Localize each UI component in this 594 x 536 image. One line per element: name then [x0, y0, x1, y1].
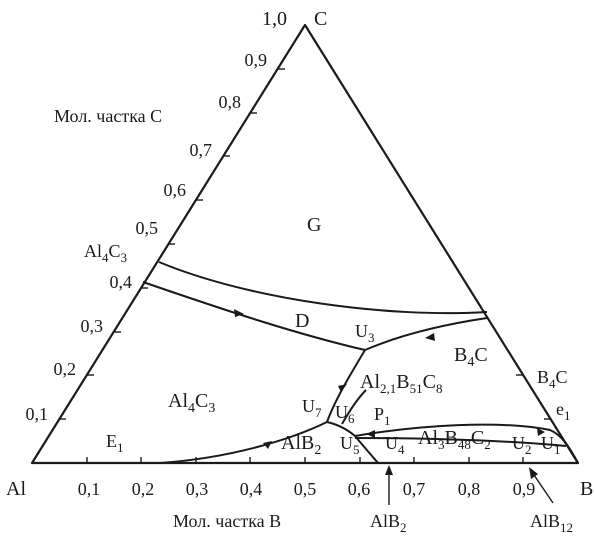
region-al4c3: Al4C3 [168, 390, 215, 416]
label-al4c3-edge: Al4C3 [84, 241, 127, 265]
arrow-d [234, 309, 244, 317]
b-axis-title: Мол. частка B [173, 511, 281, 531]
point-u2: U2 [512, 433, 532, 457]
boundary-g-upper [158, 261, 488, 315]
c-axis-ticks [59, 68, 285, 420]
region-alb2: AlB2 [281, 432, 321, 458]
label-alb12-bottom: AlB12 [530, 511, 573, 535]
b-tick-0-6: 0,6 [348, 479, 371, 499]
c-tick-0-3: 0,3 [81, 316, 104, 336]
b-tick-0-3: 0,3 [186, 479, 209, 499]
boundary-u6-p1 [341, 389, 367, 425]
b-tick-0-4: 0,4 [240, 479, 263, 499]
point-u1: U1 [541, 433, 561, 457]
boundary-u3-b4c [364, 317, 488, 351]
point-u4: U4 [385, 433, 405, 457]
arrow-b4c [425, 333, 435, 341]
arrow-ternary-b [366, 430, 375, 438]
arrow-u1 [537, 428, 545, 436]
c-tick-0-6: 0,6 [164, 180, 187, 200]
vertex-c: C [314, 8, 327, 30]
alb12-pointer-head [529, 467, 538, 479]
vertex-b: B [580, 478, 593, 500]
b-tick-0-2: 0,2 [132, 479, 155, 499]
region-g: G [307, 214, 321, 236]
arrow-e1 [263, 441, 272, 449]
arrow-u3-u7 [338, 384, 347, 392]
alb2-pointer-head [385, 465, 393, 475]
c-tick-0-9: 0,9 [245, 50, 268, 70]
b-tick-0-5: 0,5 [294, 479, 317, 499]
c-tick-0-7: 0,7 [190, 140, 213, 160]
point-u5: U5 [340, 433, 360, 457]
c-tick-0-8: 0,8 [219, 92, 242, 112]
c-tick-0-4: 0,4 [110, 272, 133, 292]
boundary-d-lower [142, 281, 366, 351]
boundary-e1-u7 [159, 421, 328, 464]
c-axis-tick-labels: 0,1 0,2 0,3 0,4 0,5 0,6 0,7 0,8 0,9 [26, 50, 268, 424]
region-al21b51c8: Al2,1B51C8 [360, 371, 442, 396]
label-b4c-edge: B4C [537, 367, 568, 391]
boundary-ternary-b [354, 423, 579, 464]
alb12-pointer-line [531, 471, 554, 504]
point-e1: E1 [106, 431, 124, 455]
region-al3b48c2: Al3B48C2 [418, 427, 491, 452]
label-alb2-bottom: AlB2 [370, 511, 407, 535]
c-axis-title: Мол. частка C [54, 106, 162, 126]
boundary-u7-u5 [326, 421, 356, 437]
boundary-u1-alb12 [354, 437, 567, 447]
point-u3: U3 [355, 321, 375, 345]
region-b4c: B4C [454, 344, 488, 370]
b-tick-0-1: 0,1 [78, 479, 101, 499]
region-d: D [295, 310, 309, 332]
point-u6: U6 [335, 402, 355, 426]
point-p1: P1 [374, 404, 391, 428]
c-tick-0-5: 0,5 [136, 218, 159, 238]
point-u7: U7 [302, 396, 322, 420]
b-tick-0-8: 0,8 [458, 479, 481, 499]
b-tick-0-7: 0,7 [403, 479, 426, 499]
b-tick-0-9: 0,9 [513, 479, 536, 499]
vertex-c-value: 1,0 [262, 8, 287, 30]
c-tick-0-2: 0,2 [54, 359, 77, 379]
c-tick-0-1: 0,1 [26, 404, 49, 424]
b-axis-tick-labels: 0,1 0,2 0,3 0,4 0,5 0,6 0,7 0,8 0,9 [78, 479, 536, 499]
point-e1-right: e1 [556, 399, 571, 423]
vertex-al: Al [6, 478, 26, 500]
right-edge-ticks [516, 374, 551, 420]
